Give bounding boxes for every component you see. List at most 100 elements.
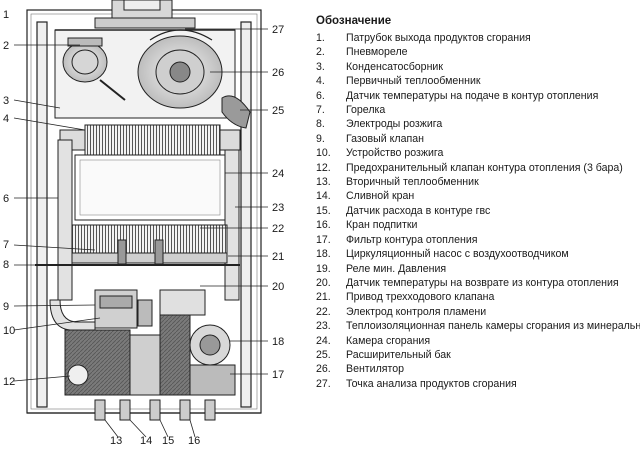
legend-item-text: Патрубок выхода продуктов сгорания <box>346 32 531 44</box>
legend-item-number: 14. <box>316 190 331 203</box>
callout-2: 2 <box>3 40 9 52</box>
callout-16: 16 <box>188 435 200 447</box>
legend-item-number: 13. <box>316 176 331 189</box>
callout-25: 25 <box>272 105 284 117</box>
callout-8: 8 <box>3 259 9 271</box>
callout-21: 21 <box>272 251 284 263</box>
legend-item: 8.Электроды розжига <box>316 117 636 131</box>
callout-10: 10 <box>3 325 15 337</box>
callout-15: 15 <box>162 435 174 447</box>
legend-item: 13.Вторичный теплообменник <box>316 175 636 189</box>
bottom-connections <box>94 399 216 421</box>
legend-item-number: 22. <box>316 305 331 318</box>
callout-1: 1 <box>3 9 9 21</box>
legend-item-number: 10. <box>316 147 331 160</box>
legend-title: Обозначение <box>316 15 392 27</box>
legend-item-text: Реле мин. Давления <box>346 262 447 275</box>
legend-item-text: Датчик температуры на возврате из контур… <box>346 276 619 289</box>
legend-item-text: Сливной кран <box>346 190 415 203</box>
legend-item-number: 1. <box>316 32 325 44</box>
legend-item: 6. Датчик температуры на подаче в контур … <box>316 89 636 103</box>
legend-item-text: Газовый клапан <box>346 132 424 145</box>
legend-item: 24. Камера сгорания <box>316 334 636 348</box>
legend-item-text: Фильтр контура отопления <box>346 233 478 246</box>
legend-item-text: Теплоизоляционная панель камеры сгорания… <box>346 320 640 333</box>
legend-item: 15. Датчик расхода в контуре гвс <box>316 204 636 218</box>
legend-item-text: Вентилятор <box>346 363 405 376</box>
callout-24: 24 <box>272 168 284 180</box>
legend-item-text: Датчик расхода в контуре гвс <box>346 204 491 217</box>
callout-13: 13 <box>110 435 122 447</box>
legend-item: 3.Конденсатосборник <box>316 60 636 74</box>
legend-item-text: Точка анализа продуктов сгорания <box>346 377 517 390</box>
callout-9: 9 <box>3 301 9 313</box>
legend-item: 9. Газовый клапан <box>316 132 636 146</box>
callout-3: 3 <box>3 95 9 107</box>
legend-item-text: Предохранительный клапан контура отоплен… <box>346 161 623 174</box>
legend-item-number: 24. <box>316 334 331 347</box>
legend-item-text: Привод трехходового клапана <box>346 291 495 304</box>
legend-item: 17. Фильтр контура отопления <box>316 233 636 247</box>
combustion-chamber <box>74 154 226 221</box>
legend-item-text: Горелка <box>346 104 386 117</box>
legend-item-text: Кран подпитки <box>346 219 418 232</box>
legend-item-text: Датчик температуры на подаче в контур от… <box>346 89 599 102</box>
legend-item: 18. Циркуляционный насос с воздухоотводчи… <box>316 247 636 261</box>
legend-item-number: 20. <box>316 276 331 289</box>
flue-outlet <box>94 0 196 29</box>
callout-14: 14 <box>140 435 152 447</box>
callout-12: 12 <box>3 376 15 388</box>
legend-item-number: 15. <box>316 204 331 217</box>
legend-item: 23. Теплоизоляционная панель камеры сгора… <box>316 319 640 333</box>
legend-item-number: 3. <box>316 60 325 73</box>
legend-item-number: 26. <box>316 363 331 376</box>
legend-item-text: Расширительный бак <box>346 348 451 361</box>
callout-labels: 1 2 3 4 6 7 8 9 10 12 27 26 25 24 23 22 … <box>3 9 284 447</box>
legend-item-text: Пневмореле <box>346 46 408 59</box>
legend-list: 1. Патрубок выхода продуктов сгорания 2.П… <box>316 31 640 391</box>
legend-panel: Обозначение 1. Патрубок выхода продуктов … <box>316 14 640 391</box>
legend-item-text: Циркуляционный насос с воздухоотводчиком <box>346 248 569 261</box>
legend-item-number: 23. <box>316 320 331 333</box>
legend-item-number: 8. <box>316 118 325 131</box>
expansion-vessel <box>221 95 251 129</box>
legend-item-number: 9. <box>316 132 325 145</box>
boiler-cutaway-illustration: 1 2 3 4 6 7 8 9 10 12 27 26 25 24 23 22 … <box>3 0 284 447</box>
callout-18: 18 <box>272 336 284 348</box>
burner <box>35 224 240 266</box>
legend-item-number: 25. <box>316 348 331 361</box>
callout-27: 27 <box>272 24 284 36</box>
legend-item: 27. Точка анализа продуктов сгорания <box>316 377 636 391</box>
legend-item-text: Устройство розжига <box>346 147 444 160</box>
leader-lines <box>13 28 268 438</box>
legend-item: 20. Датчик температуры на возврате из кон… <box>316 276 636 290</box>
legend-item: 12. Предохранительный клапан контура отоп… <box>316 161 636 175</box>
air-pressure-switch <box>62 37 126 101</box>
legend-item: 4.Первичный теплообменник <box>316 74 636 88</box>
legend-item-number: 27. <box>316 377 331 390</box>
legend-item-text: Электрод контроля пламени <box>346 305 487 318</box>
legend-item: 21. Привод трехходового клапана <box>316 290 636 304</box>
legend-item-text: Первичный теплообменник <box>346 75 481 88</box>
legend-item: 14. Сливной кран <box>316 189 636 203</box>
callout-22: 22 <box>272 223 284 235</box>
legend-item-number: 21. <box>316 291 331 304</box>
legend-item-number: 17. <box>316 233 331 246</box>
legend-item: 10. Устройство розжига <box>316 146 636 160</box>
callout-23: 23 <box>272 202 284 214</box>
callout-20: 20 <box>272 281 284 293</box>
legend-item-number: 12. <box>316 161 331 174</box>
fan <box>137 29 223 109</box>
gas-valve <box>94 289 153 329</box>
legend-item-number: 16. <box>316 219 331 232</box>
legend-item-text: Камера сгорания <box>346 334 431 347</box>
legend-item-number: 19. <box>316 262 331 275</box>
legend-item-number: 18. <box>316 248 331 261</box>
legend-item: 22. Электрод контроля пламени <box>316 305 636 319</box>
legend-item-number: 7. <box>316 104 325 117</box>
legend-item: 2.Пневмореле <box>316 45 636 59</box>
primary-heat-exchanger <box>59 124 241 156</box>
legend-item-number: 6. <box>316 89 325 102</box>
legend-item: 25. Расширительный бак <box>316 348 636 362</box>
callout-26: 26 <box>272 67 284 79</box>
